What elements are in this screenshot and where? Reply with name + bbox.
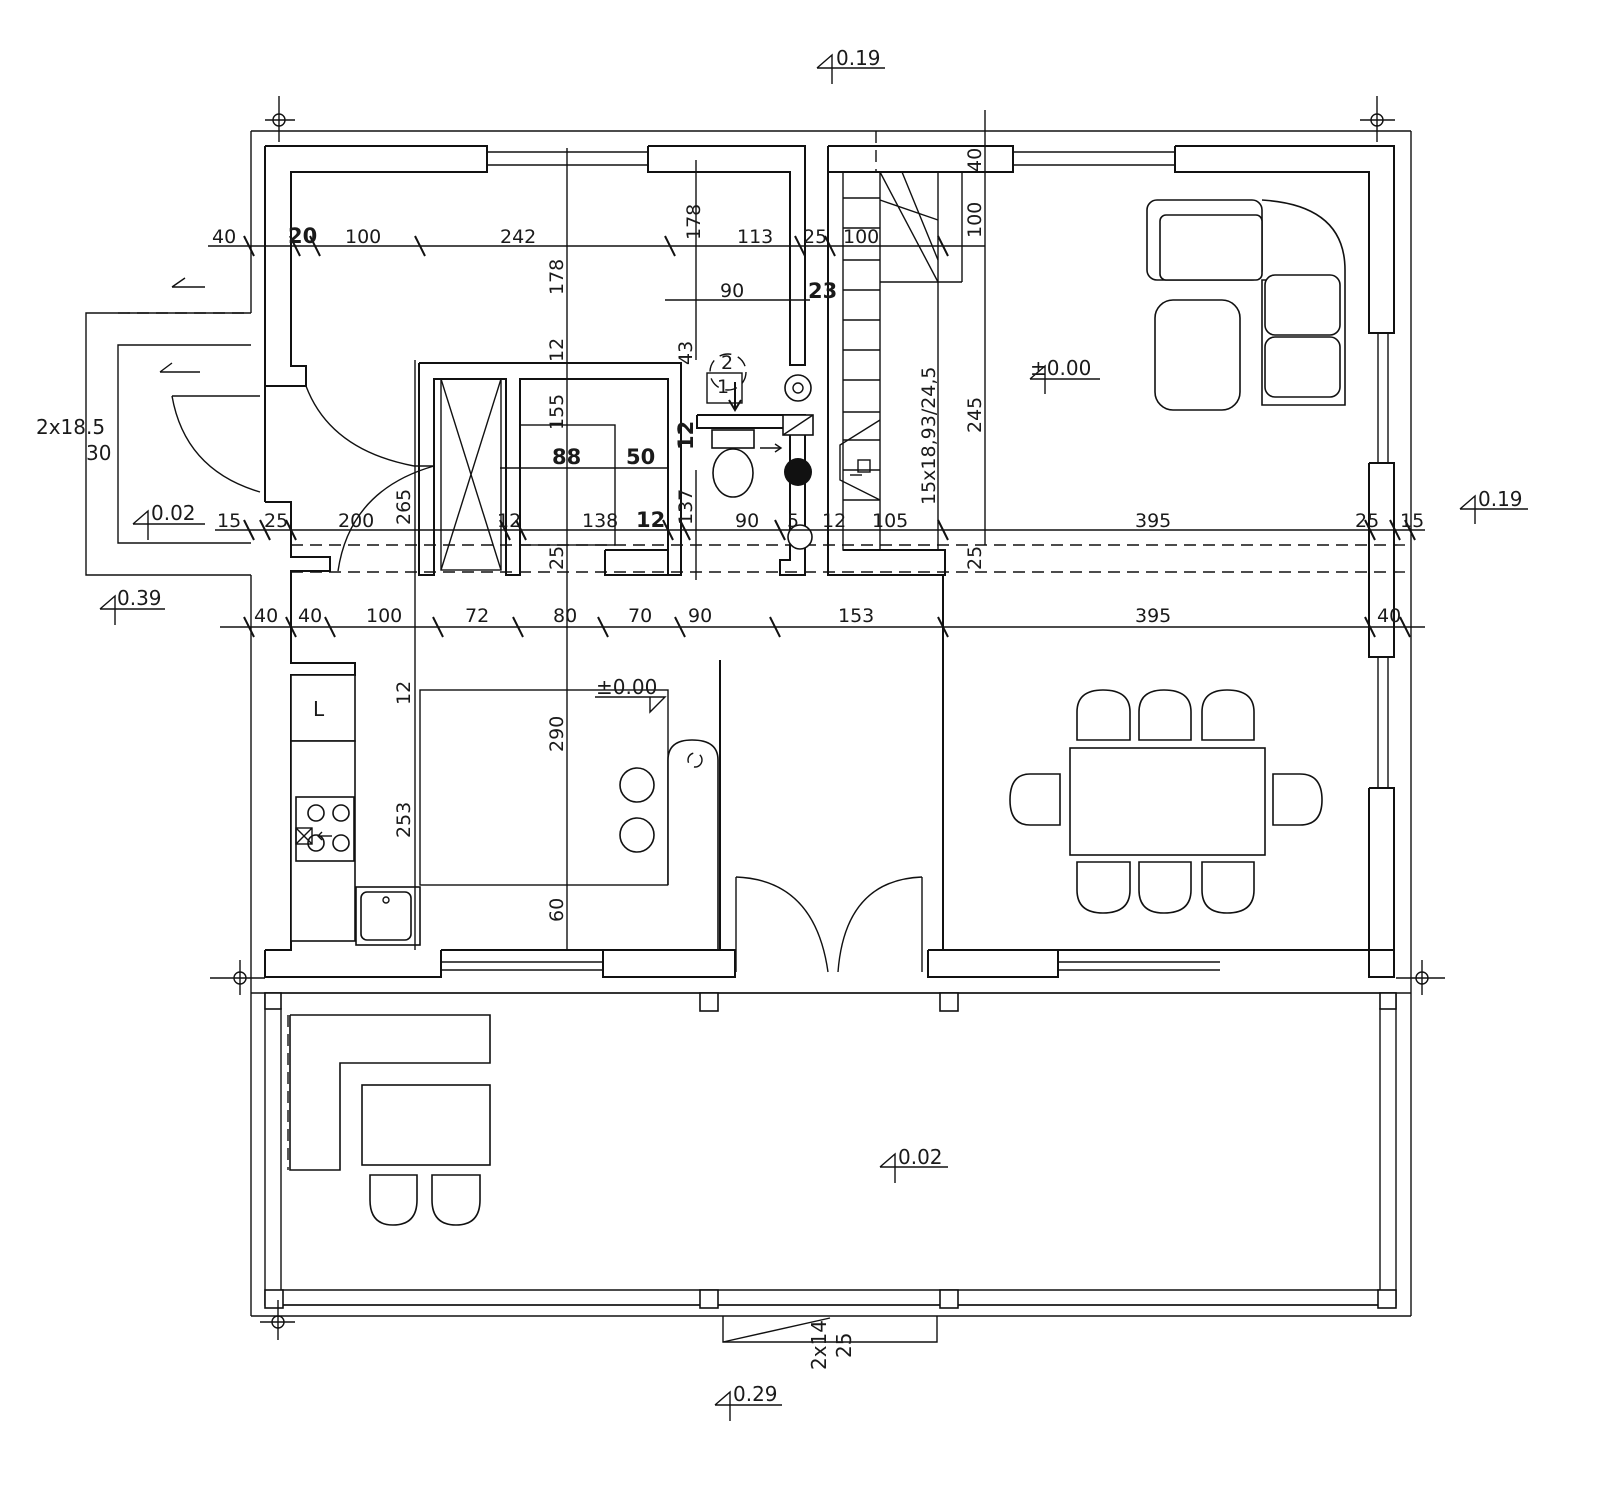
dim-v-265: 265 xyxy=(393,489,415,525)
dim-row4-10: 395 xyxy=(1135,510,1171,532)
entrance-stair-depth: 30 xyxy=(86,441,111,465)
kitchen-cabinet-label: L xyxy=(313,697,325,721)
dim-v-12c: 12 xyxy=(393,681,415,705)
windows xyxy=(441,151,1389,971)
dim-row3-0: 88 xyxy=(552,445,581,469)
dim-row4-0: 15 xyxy=(217,510,241,532)
entrance-stair-steps: 2x18.5 xyxy=(36,415,105,439)
dim-v-253: 253 xyxy=(393,802,415,838)
doors xyxy=(171,385,923,973)
dim-row4-12: 15 xyxy=(1400,510,1424,532)
dim-v-137: 137 xyxy=(675,489,697,525)
dim-row5-8: 395 xyxy=(1135,605,1171,627)
dim-row2-0: 90 xyxy=(720,280,744,302)
dim-row4-11: 25 xyxy=(1355,510,1379,532)
level-room-right-upper: ±0.00 xyxy=(1030,356,1091,380)
dim-row2-1: 23 xyxy=(808,279,837,303)
staircase xyxy=(839,171,963,551)
dim-v-40: 40 xyxy=(964,148,986,172)
entrance-stair xyxy=(85,277,251,576)
dim-row1-2: 100 xyxy=(345,226,381,248)
wc-label-1: 1 xyxy=(717,376,729,398)
dim-row4-5: 12 xyxy=(636,508,665,532)
dimension-texts: 40 20 100 242 113 25 100 178 178 40 100 … xyxy=(212,148,1424,922)
walls xyxy=(264,145,1395,978)
level-entrance-step: 0.02 xyxy=(151,501,196,525)
dim-row5-7: 153 xyxy=(838,605,874,627)
dim-v-178a: 178 xyxy=(683,204,705,240)
level-room-center: ±0.00 xyxy=(596,675,657,699)
dim-row4-1: 25 xyxy=(264,510,288,532)
kitchen xyxy=(290,674,719,950)
dim-row5-6: 90 xyxy=(688,605,712,627)
dim-v-245: 245 xyxy=(964,397,986,433)
wc xyxy=(706,353,814,550)
dim-row5-4: 80 xyxy=(553,605,577,627)
dim-v-12a: 12 xyxy=(546,338,568,362)
grid-markers xyxy=(210,96,1445,1340)
dim-row5-3: 72 xyxy=(465,605,489,627)
dim-row1-5: 25 xyxy=(803,226,827,248)
dim-row5-2: 100 xyxy=(366,605,402,627)
dining-set xyxy=(1009,689,1323,914)
terrace-stair-steps: 2x14 xyxy=(807,1320,831,1370)
dim-v-155: 155 xyxy=(546,394,568,430)
dim-row4-8: 12 xyxy=(822,510,846,532)
dim-row4-3: 12 xyxy=(497,510,521,532)
dimension-lines xyxy=(208,110,1425,950)
level-right: 0.19 xyxy=(1478,487,1523,511)
level-top: 0.19 xyxy=(836,46,881,70)
dim-v-43: 43 xyxy=(675,341,697,365)
dim-row3-1: 50 xyxy=(626,445,655,469)
level-terrace: 0.02 xyxy=(898,1145,943,1169)
dim-v-178b: 178 xyxy=(546,259,568,295)
dim-row1-1: 20 xyxy=(288,224,317,248)
dim-row4-2: 200 xyxy=(338,510,374,532)
dim-v-60: 60 xyxy=(546,898,568,922)
dim-v-25a: 25 xyxy=(546,546,568,570)
stair-label: 15x18,93/24,5 xyxy=(918,366,940,505)
dim-row4-7: 5 xyxy=(787,510,799,532)
living-sofa xyxy=(1146,199,1346,411)
dim-row5-5: 70 xyxy=(628,605,652,627)
dim-v-12b: 12 xyxy=(674,421,698,450)
dim-row1-4: 113 xyxy=(737,226,773,248)
dim-row1-3: 242 xyxy=(500,226,536,248)
dim-row4-4: 138 xyxy=(582,510,618,532)
dim-row5-1: 40 xyxy=(298,605,322,627)
dim-v-25b: 25 xyxy=(964,546,986,570)
dim-row4-6: 90 xyxy=(735,510,759,532)
dim-v-100: 100 xyxy=(964,202,986,238)
dim-row4-9: 105 xyxy=(872,510,908,532)
wc-label-2: 2 xyxy=(721,352,733,374)
dim-row1-6: 100 xyxy=(843,226,879,248)
level-entrance-ground: 0.39 xyxy=(117,586,162,610)
wardrobe xyxy=(440,378,616,571)
dim-v-290: 290 xyxy=(546,716,568,752)
dim-row5-9: 40 xyxy=(1377,605,1401,627)
terrace xyxy=(264,992,1397,1343)
level-marks xyxy=(99,53,1528,1421)
dim-row1-0: 40 xyxy=(212,226,236,248)
section-lines xyxy=(291,131,1410,573)
terrace-stair-depth: 25 xyxy=(832,1333,856,1358)
dim-row5-0: 40 xyxy=(254,605,278,627)
level-bottom: 0.29 xyxy=(733,1382,778,1406)
